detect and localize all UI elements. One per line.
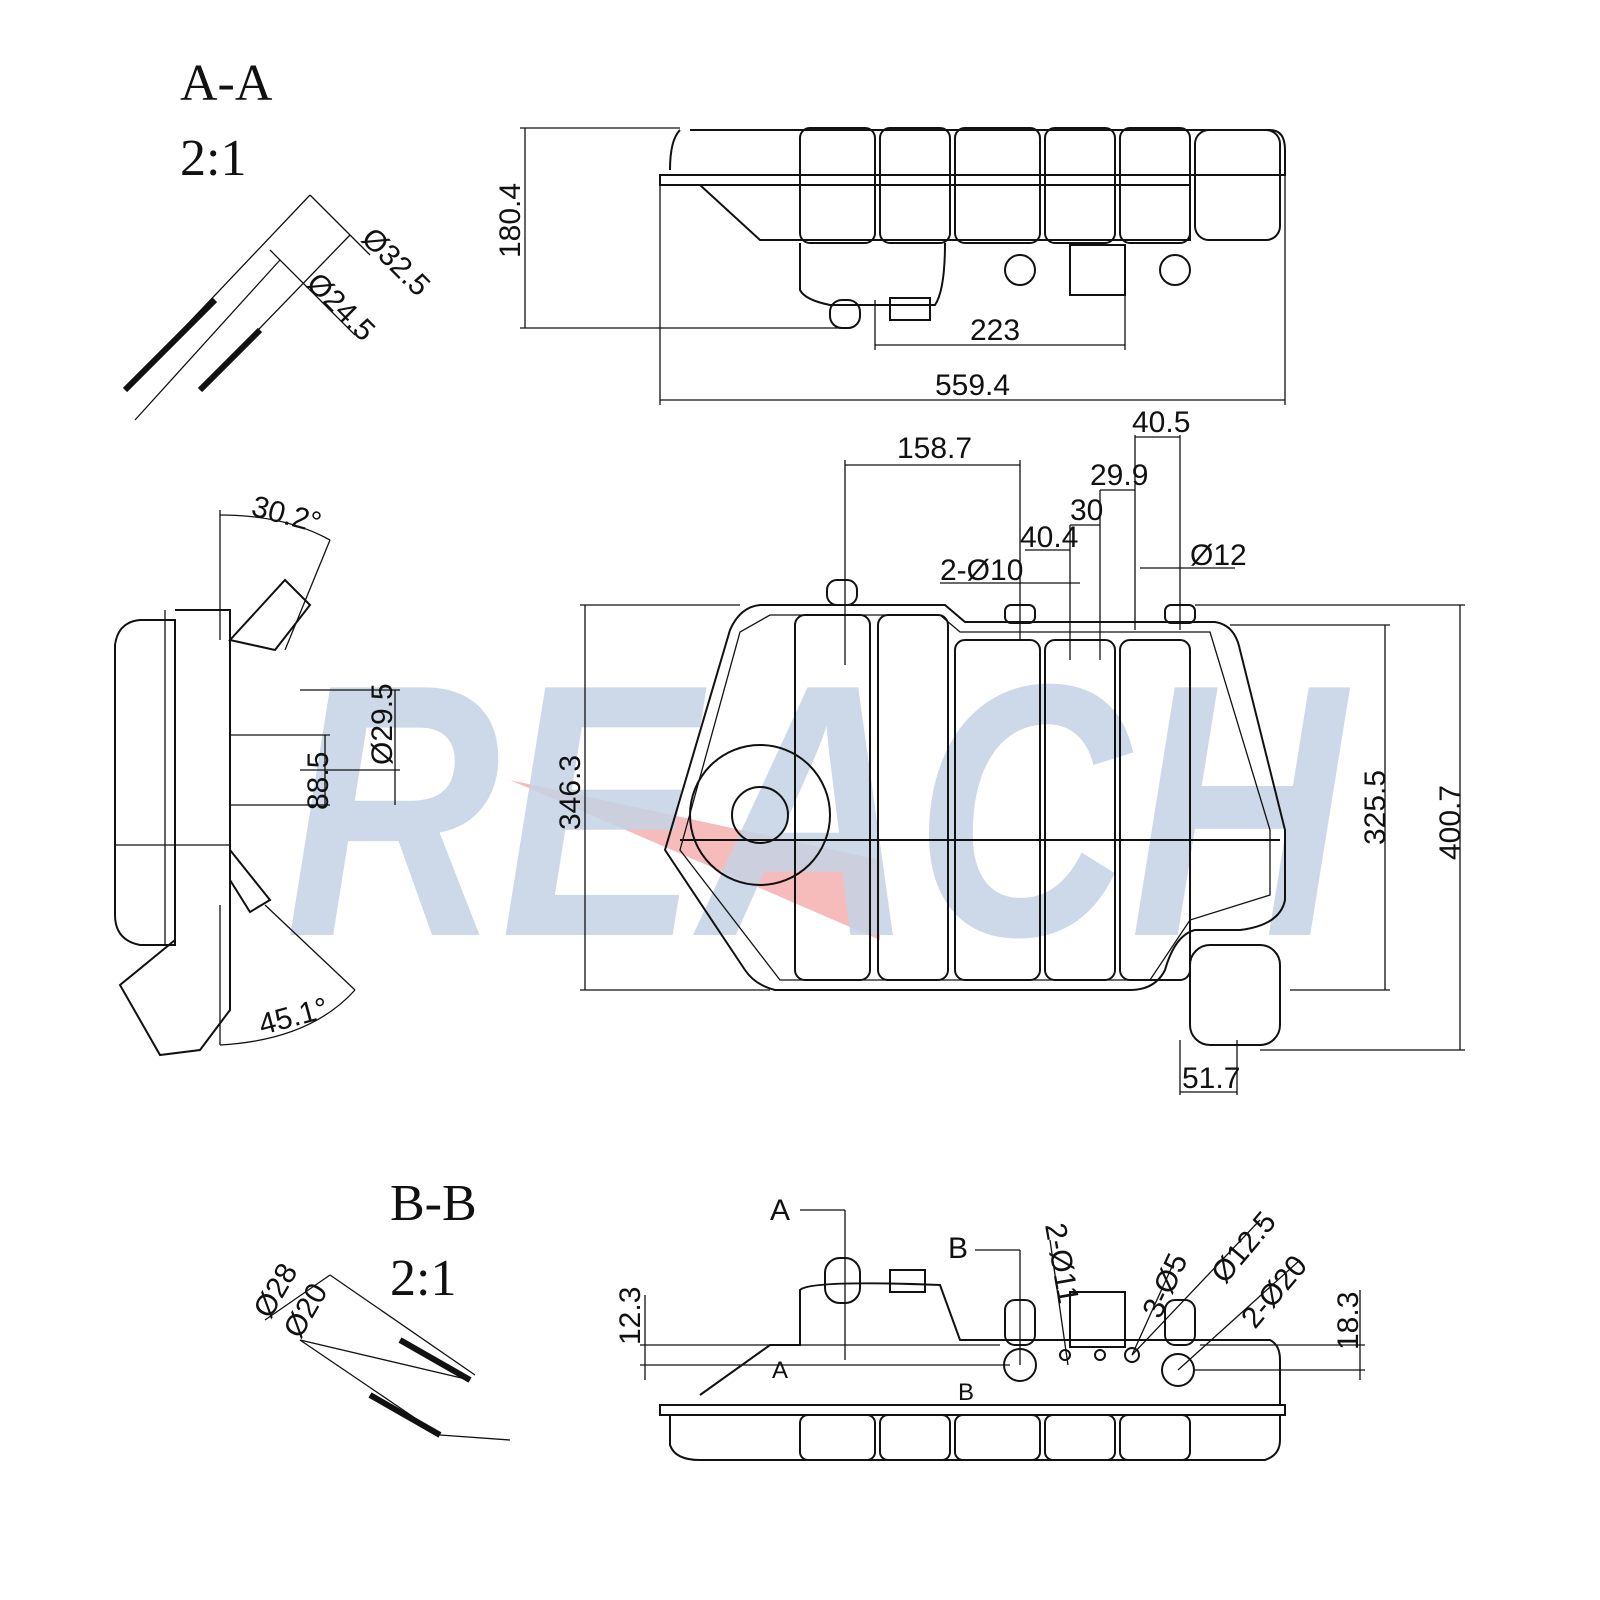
hole-d12: Ø12 (1190, 539, 1247, 572)
top-view: 180.4 223 559.4 (494, 127, 1286, 405)
section-bb-title: B-B (390, 1175, 477, 1232)
front-view: 346.3 325.5 400.7 158.7 40.5 29.9 30 40.… (554, 406, 1467, 1095)
dim-158-7: 158.7 (897, 432, 972, 465)
dim-40-5: 40.5 (1132, 406, 1190, 439)
bottom-view: A B A B 2-Ø11 3-Ø5 Ø12.5 2-Ø20 12.3 18.3 (614, 1194, 1365, 1461)
side-angle-bottom: 45.1° (255, 992, 332, 1042)
holes-2-d11: 2-Ø11 (1038, 1220, 1085, 1306)
top-inner-width-dim: 223 (970, 314, 1020, 347)
side-diameter: Ø29.5 (366, 683, 399, 765)
dim-40-4: 40.4 (1020, 521, 1078, 554)
section-bb-scale: 2:1 (390, 1250, 456, 1307)
aa-outer-diameter: Ø32.5 (355, 222, 436, 303)
section-aa-scale: 2:1 (180, 130, 246, 187)
height-346-3-dim: 346.3 (554, 755, 587, 830)
cap-offset-dim: 51.7 (1182, 1062, 1240, 1095)
dim-12-3: 12.3 (614, 1287, 647, 1345)
marker-b: B (948, 1232, 968, 1265)
section-bb: B-B 2:1 Ø28 Ø20 (247, 1175, 511, 1441)
section-aa: A-A 2:1 Ø32.5 Ø24.5 (122, 55, 436, 421)
marker-b-section: B (958, 1379, 974, 1406)
watermark-text: REACH (285, 610, 1353, 1012)
side-angle-top: 30.2° (248, 490, 325, 540)
section-aa-title: A-A (180, 55, 273, 112)
side-dim-88-5: 88.5 (302, 752, 335, 810)
dim-18-3: 18.3 (1332, 1292, 1365, 1350)
top-height-dim: 180.4 (494, 183, 527, 258)
holes-3-d5: 3-Ø5 (1136, 1249, 1194, 1323)
marker-a-section: A (772, 1357, 788, 1384)
dim-29-9: 29.9 (1090, 459, 1148, 492)
watermark: REACH (285, 610, 1353, 1012)
watermark-swoosh (510, 780, 880, 940)
aa-inner-diameter: Ø24.5 (300, 267, 381, 348)
marker-a: A (770, 1194, 790, 1227)
holes-2-d10: 2-Ø10 (940, 554, 1023, 587)
dim-30: 30 (1070, 494, 1103, 527)
height-325-5-dim: 325.5 (1359, 770, 1392, 845)
height-400-7-dim: 400.7 (1434, 785, 1467, 860)
top-overall-width-dim: 559.4 (935, 369, 1010, 402)
